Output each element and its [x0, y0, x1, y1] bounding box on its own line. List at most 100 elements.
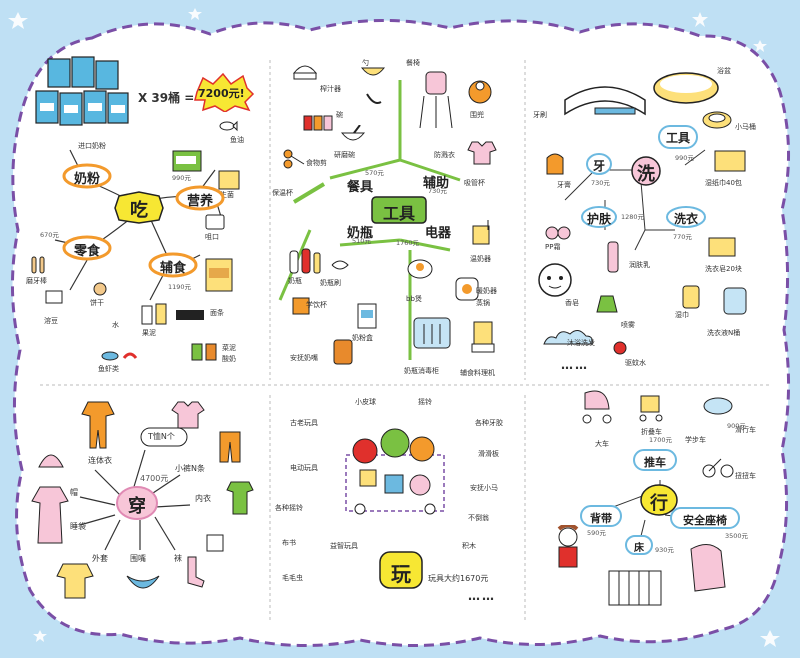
stroller-icon: [577, 385, 617, 425]
tricycle-label: 扭扭车: [735, 472, 756, 480]
sterilizer-label: 奶瓶消毒柜: [404, 367, 439, 375]
milk-powder-box-label: 奶粉盒: [352, 334, 373, 342]
section-tools: 榨汁器 勺 餐椅 围兜 碗 研磨碗 食物剪 防溅衣 吸管杯 保温杯 570元 7…: [270, 0, 525, 385]
powder-icon: [595, 292, 619, 314]
lotion-label: 润肤乳: [629, 261, 650, 269]
wash-branch-tooth: 牙: [592, 159, 605, 173]
laundry-price: 770元: [673, 233, 692, 241]
go-branch-stroller: 推车: [644, 456, 666, 469]
flask-label: 保温杯: [272, 189, 293, 197]
eat-branch-nutrition: 营养: [186, 194, 213, 209]
outfit-icon: [225, 480, 255, 516]
shrimp-icon: [100, 348, 140, 364]
go-branch-seat: 安全座椅: [683, 514, 727, 527]
bb-cooker-label: bb煲: [406, 295, 422, 303]
teether-icon: [28, 255, 50, 275]
toothpaste-label: 牙膏: [557, 181, 571, 189]
fruit-jars-icon: [140, 300, 170, 328]
wear-branch-hat: 帽: [70, 488, 78, 497]
play-more-dots: ……: [468, 589, 496, 603]
bib-label: 围兜: [470, 111, 484, 119]
hat-icon: [36, 447, 66, 469]
total-burst-icon: [193, 72, 255, 112]
play-label-rattle: 摇铃: [418, 398, 432, 406]
play-price: 玩具大约1670元: [428, 574, 489, 583]
tools-hub-label: 工具: [382, 204, 415, 223]
noodles-label: 面条: [210, 309, 224, 317]
wear-connectors: [79, 449, 191, 551]
tshirt-icon: [170, 400, 206, 430]
fold-stroller-icon: [635, 390, 667, 424]
bowl-scoop-icon: [340, 125, 366, 147]
chewable-label: 咀口: [205, 233, 219, 241]
go-bed-bubble: [625, 535, 653, 555]
eat-hub-badge: [113, 190, 165, 224]
feeding-chair-icon: [418, 70, 454, 130]
tooth-price: 730元: [591, 179, 610, 187]
grinder-icon: [290, 172, 328, 206]
play-label-blocks: 积木: [462, 542, 476, 550]
calcium-box-icon: [172, 150, 202, 172]
milk-tins-icon: [30, 55, 130, 135]
play-hub-badge: [378, 550, 424, 590]
seat-price: 3500元: [725, 532, 749, 540]
sterilizer-icon: [410, 310, 454, 352]
wash-hub-label: 洗: [637, 164, 655, 185]
eat-branch-milk: 奶粉: [73, 172, 100, 187]
juicer-icon: [290, 55, 320, 85]
play-label-ball: 小皮球: [355, 398, 376, 406]
heater-label: 暖奶器: [476, 287, 497, 295]
processor-icon: [470, 320, 496, 354]
eat-branch-milk-bubble: [62, 163, 112, 189]
probiotics-box-icon: [218, 170, 240, 190]
play-label-slide: 滑滑板: [478, 450, 499, 458]
wear-branch-underwear: 内衣: [195, 494, 211, 503]
car-seat-icon: [685, 543, 731, 595]
go-seat-bubble: [670, 507, 740, 529]
bowl-grinder-icon: [302, 110, 336, 134]
wash-tool-badge: [657, 124, 699, 150]
assist-price: 730元: [428, 187, 447, 195]
tricycle-price: 900元: [727, 422, 746, 430]
section-play: 古老玩具 小皮球 摇铃 各种牙胶 电动玩具 滑滑板 各种摇铃 安抚小马 布书 益…: [270, 385, 525, 635]
cookies-label: 饼干: [90, 299, 104, 307]
rice-flour-box-icon: [205, 258, 233, 292]
toothpaste-icon: [543, 148, 567, 176]
mosquito-icon: [610, 340, 630, 356]
appliance-price: 1760元: [396, 239, 420, 247]
play-label-horse: 安抚小马: [470, 484, 498, 492]
food-processor-label: 辅食料理机: [460, 369, 495, 377]
skincare-price: 1280元: [621, 213, 645, 221]
eat-branch-nutrition-bubble: [175, 185, 225, 211]
crib-icon: [605, 565, 665, 609]
play-label-tumbler: 不倒翁: [468, 514, 489, 522]
tools-branch-assist: 辅助: [422, 176, 449, 191]
tub-label: 浴盆: [717, 67, 731, 75]
bib-icon: [466, 78, 494, 106]
eat-branch-food-bubble: [148, 252, 198, 278]
chewable-icon: [205, 212, 225, 230]
sprayer-label: 喷雾: [621, 321, 635, 329]
bed-price: 930元: [655, 546, 674, 554]
carrier-price: 590元: [587, 529, 606, 537]
stroller-label: 大车: [595, 440, 609, 448]
yogurt-melt-icon: [45, 290, 63, 304]
play-label-rattles: 各种摇铃: [275, 504, 303, 512]
eat-branch-snack-bubble: [62, 235, 112, 261]
onesie-icon: [205, 533, 225, 553]
toothbrush-label: 牙刷: [533, 111, 547, 119]
tools-branch-appliance: 电器: [424, 226, 451, 241]
noodles-icon: [175, 305, 205, 323]
stroller-price: 1700元: [649, 436, 673, 444]
romper-icon: [30, 485, 70, 545]
fruit-puree-label: 果泥: [142, 329, 156, 337]
straw-cup-label: 学饮杯: [306, 301, 327, 309]
wear-branch-coat: 外套: [92, 554, 108, 563]
go-carrier-bubble: [580, 505, 622, 527]
wear-branch-shorts: 小裤N条: [175, 464, 205, 473]
fish-oil-label: 鱼油: [230, 136, 244, 144]
tools-branch-tableware: 餐具: [346, 180, 373, 195]
yogurt-melt-label: 溶豆: [44, 317, 58, 325]
go-stroller-bubble: [633, 449, 677, 471]
eat-branch-snack: 零食: [73, 244, 100, 259]
